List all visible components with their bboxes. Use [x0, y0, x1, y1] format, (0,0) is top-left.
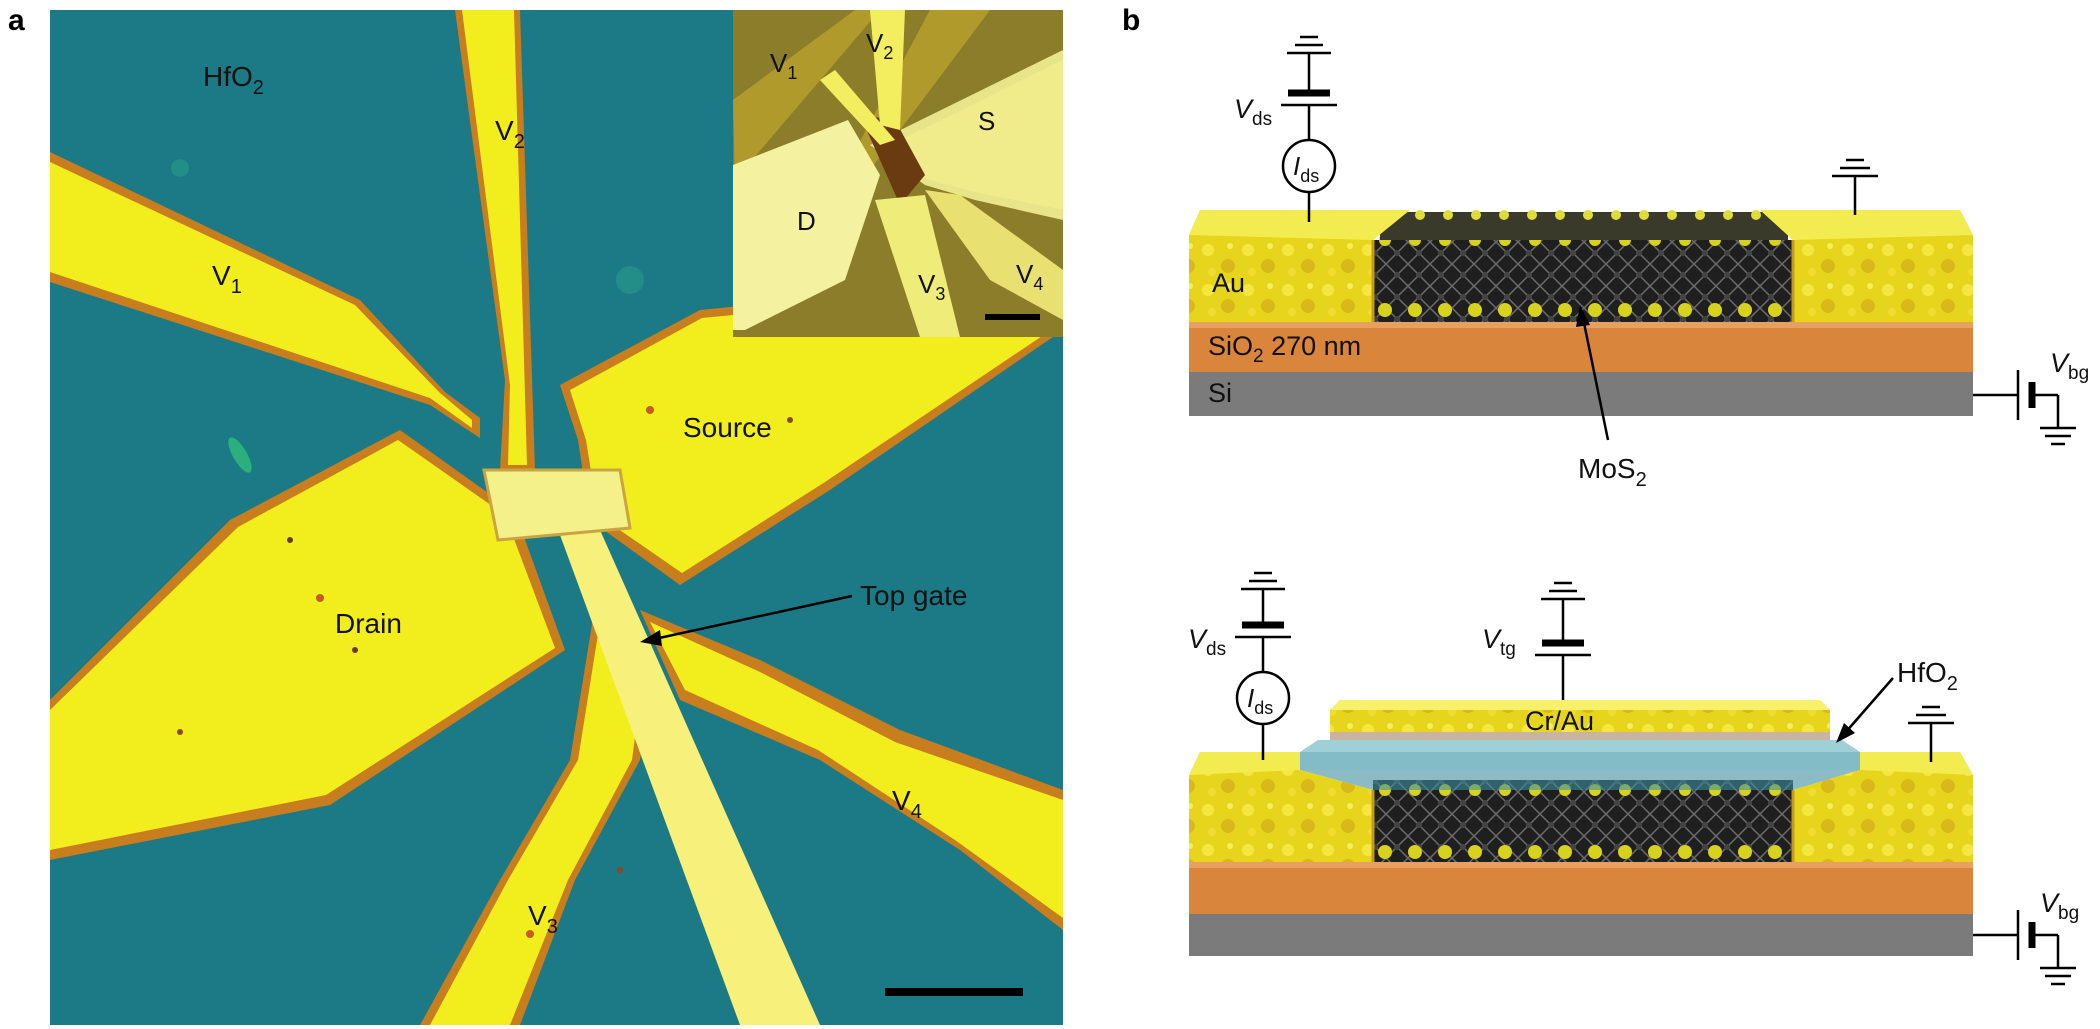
- top-sio2-layer: [1189, 322, 1973, 372]
- bottom-label-cr-au: Cr/Au: [1525, 706, 1594, 736]
- top-backgate-circuit: [1973, 370, 2076, 446]
- scale-bar: [885, 988, 1023, 996]
- bottom-source-circuit: [1235, 571, 1291, 760]
- top-au-left: [1189, 210, 1410, 322]
- bottom-label-ids: Ids: [1247, 683, 1273, 718]
- electrode-top-gate: [482, 468, 820, 1025]
- panel-b-letter: b: [1122, 4, 1140, 37]
- top-label-vbg: Vbg: [2050, 348, 2089, 384]
- top-label-vds: Vds: [1234, 94, 1272, 130]
- bottom-label-vds: Vds: [1188, 624, 1226, 660]
- electrode-v1: [50, 152, 480, 438]
- bottom-hfo2-layer: [1300, 740, 1860, 790]
- inset-micrograph: V1 V2 S D V3 V4: [733, 10, 1063, 337]
- top-drain-ground: [1832, 158, 1878, 215]
- electrode-v4: [640, 610, 1063, 930]
- label-hfo2: HfO2: [203, 61, 264, 99]
- top-gate-arrow: [640, 594, 853, 646]
- bottom-backgate-circuit: [1973, 910, 2076, 986]
- top-label-mos2: MoS2: [1578, 453, 1647, 491]
- label-drain: Drain: [335, 608, 402, 639]
- inset-label-v4: V4: [1016, 259, 1043, 294]
- label-v1: V1: [212, 260, 242, 298]
- inset-label-v2: V2: [866, 28, 893, 63]
- mos2-arrow: [1576, 305, 1610, 441]
- electrode-drain: [50, 430, 565, 860]
- label-v4: V4: [892, 785, 922, 823]
- label-source: Source: [683, 412, 772, 443]
- label-v2: V2: [495, 115, 525, 153]
- bottom-au-left: [1189, 752, 1375, 862]
- electrode-v2: [455, 10, 535, 470]
- electrode-source: [560, 275, 1063, 585]
- top-label-si: Si: [1208, 378, 1232, 408]
- top-mos2-channel: [1373, 210, 1793, 322]
- electrode-v3: [420, 575, 655, 1025]
- inset-label-d: D: [797, 206, 816, 236]
- label-v3: V3: [528, 900, 558, 938]
- bottom-label-hfo2: HfO2: [1897, 657, 1958, 695]
- top-si-layer: [1189, 370, 1973, 416]
- inset-label-s: S: [978, 106, 995, 136]
- hfo2-arrow: [1836, 677, 1894, 743]
- label-top-gate: Top gate: [860, 580, 967, 611]
- top-au-right: [1760, 210, 1973, 322]
- bottom-cr-au-gate: [1330, 700, 1830, 740]
- bottom-drain-ground: [1908, 705, 1954, 762]
- bottom-sio2-layer: [1189, 862, 1973, 914]
- device-backgated: Au SiO2 270 nm Si Vds Ids: [1189, 35, 2089, 491]
- top-label-sio2: SiO2 270 nm: [1208, 331, 1361, 367]
- bottom-label-vtg: Vtg: [1482, 624, 1516, 660]
- top-source-circuit: [1281, 35, 1337, 222]
- top-label-au: Au: [1212, 268, 1245, 298]
- inset-label-v1: V1: [770, 48, 797, 83]
- bottom-mos2-channel: [1373, 780, 1793, 862]
- device-topgated: Cr/Au Vds Ids Vtg: [1188, 571, 2079, 986]
- bottom-label-vbg: Vbg: [2040, 888, 2079, 924]
- inset-label-v3: V3: [918, 269, 945, 304]
- panel-a-letter: a: [8, 4, 25, 37]
- bottom-si-layer: [1189, 912, 1973, 956]
- bottom-topgate-circuit: [1535, 581, 1591, 700]
- top-label-ids: Ids: [1293, 151, 1319, 186]
- inset-scale-bar: [985, 314, 1040, 320]
- bottom-au-right: [1791, 752, 1973, 862]
